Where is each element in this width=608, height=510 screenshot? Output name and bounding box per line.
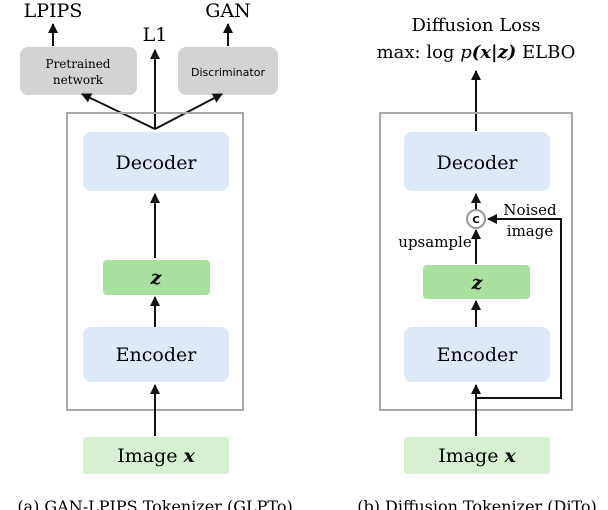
concat-node xyxy=(466,209,486,229)
left-caption: (a) GAN-LPIPS Tokenizer (GLPTo) xyxy=(17,497,292,510)
right-input-image-label: Image x xyxy=(438,445,516,467)
right-decoder-label: Decoder xyxy=(436,152,518,174)
pretrained-network-box xyxy=(20,47,137,95)
right-input-image-block xyxy=(404,437,550,474)
right-latent-block xyxy=(423,265,530,299)
left-encoder-label: Encoder xyxy=(116,344,198,366)
upsample-label: upsample xyxy=(398,233,472,251)
elbo-objective: max: log p(x|z) ELBO xyxy=(377,42,576,63)
left-latent-block xyxy=(103,260,210,295)
left-panel: LPIPS L1 GAN Pretrained network Discrimi… xyxy=(17,0,292,510)
decoder-to-discriminator-arrow xyxy=(154,93,223,130)
right-caption: (b) Diffusion Tokenizer (DiTo) xyxy=(357,497,597,510)
left-input-image-block xyxy=(83,437,229,474)
noised-image-label-line1: Noised xyxy=(503,201,557,219)
lpips-output-label: LPIPS xyxy=(24,0,83,22)
right-encoder-label: Encoder xyxy=(437,344,519,366)
noised-image-label-line2: image xyxy=(507,222,554,240)
left-latent-label: z xyxy=(150,267,163,289)
discriminator-box xyxy=(178,47,278,95)
left-decoder-label: Decoder xyxy=(115,152,197,174)
left-decoder-block xyxy=(83,132,229,191)
right-encoder-block xyxy=(404,327,550,382)
pretrained-network-label-line2: network xyxy=(53,73,104,87)
right-panel: Diffusion Loss max: log p(x|z) ELBO Deco… xyxy=(357,15,597,510)
noised-image-path xyxy=(476,214,562,399)
diffusion-loss-title: Diffusion Loss xyxy=(412,15,541,36)
decoder-to-pretrained-arrow xyxy=(81,93,156,130)
pretrained-network-label-line1: Pretrained xyxy=(46,57,111,71)
left-input-image-label: Image x xyxy=(117,445,195,467)
left-encoder-block xyxy=(83,327,229,382)
right-latent-label: z xyxy=(471,272,484,294)
gan-output-label: GAN xyxy=(205,0,251,22)
l1-output-label: L1 xyxy=(143,24,168,46)
concat-node-label: C xyxy=(472,215,479,226)
right-decoder-block xyxy=(404,132,550,191)
discriminator-label: Discriminator xyxy=(191,66,265,79)
